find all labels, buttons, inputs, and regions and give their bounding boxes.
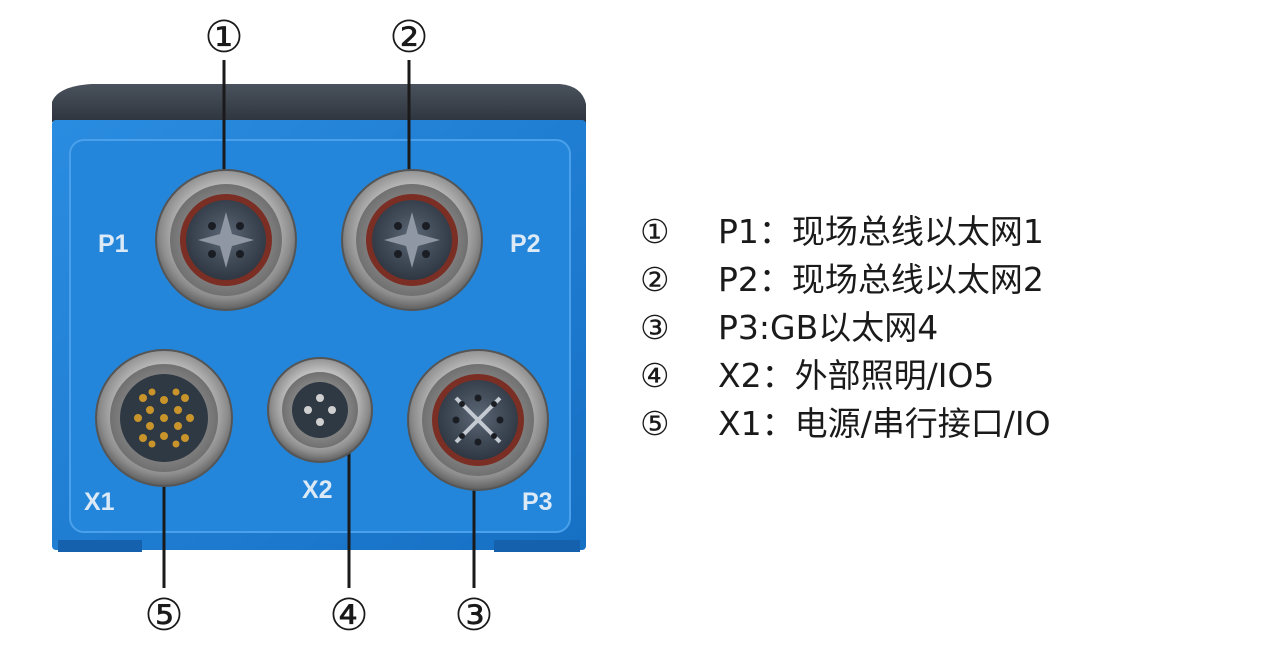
legend-marker: ②: [640, 260, 670, 299]
panel-label-x2: X2: [302, 476, 333, 504]
device-diagram: P1 P2 X1 X2 P3 ① ② ⑤ ④ ③: [52, 12, 586, 641]
legend-text: P2：现场总线以太网2: [718, 260, 1044, 299]
panel-label-p2: P2: [510, 230, 541, 258]
legend-marker: ④: [640, 356, 670, 395]
callout-1: ①: [204, 12, 243, 63]
callout-3: ③: [454, 590, 493, 641]
connector-p1: [155, 169, 297, 311]
connector-x2: [267, 357, 373, 463]
callout-2: ②: [389, 12, 428, 63]
legend-text: P1：现场总线以太网1: [718, 212, 1044, 251]
legend-text: P3:GB以太网4: [718, 308, 939, 347]
callout-5: ⑤: [144, 590, 183, 641]
legend-item: ④ X2：外部照明/IO5: [640, 352, 1260, 400]
housing-foot-left: [58, 540, 142, 552]
legend-text: X2：外部照明/IO5: [718, 356, 995, 395]
panel-label-p1: P1: [98, 230, 129, 258]
legend: ① P1：现场总线以太网1 ② P2：现场总线以太网2 ③ P3:GB以太网4 …: [640, 208, 1260, 448]
legend-item: ① P1：现场总线以太网1: [640, 208, 1260, 256]
callout-4: ④: [329, 590, 368, 641]
connector-x1: [95, 349, 233, 487]
legend-text: X1：电源/串行接口/IO: [718, 404, 1051, 443]
legend-item: ② P2：现场总线以太网2: [640, 256, 1260, 304]
legend-item: ⑤ X1：电源/串行接口/IO: [640, 400, 1260, 448]
panel-label-p3: P3: [522, 488, 553, 516]
legend-marker: ⑤: [640, 404, 670, 443]
legend-item: ③ P3:GB以太网4: [640, 304, 1260, 352]
housing-foot-right: [494, 540, 580, 552]
connector-p2: [341, 169, 483, 311]
legend-marker: ①: [640, 212, 670, 251]
legend-marker: ③: [640, 308, 670, 347]
connector-p3: [407, 349, 549, 491]
housing-top-cap: [52, 84, 586, 124]
panel-label-x1: X1: [84, 488, 115, 516]
